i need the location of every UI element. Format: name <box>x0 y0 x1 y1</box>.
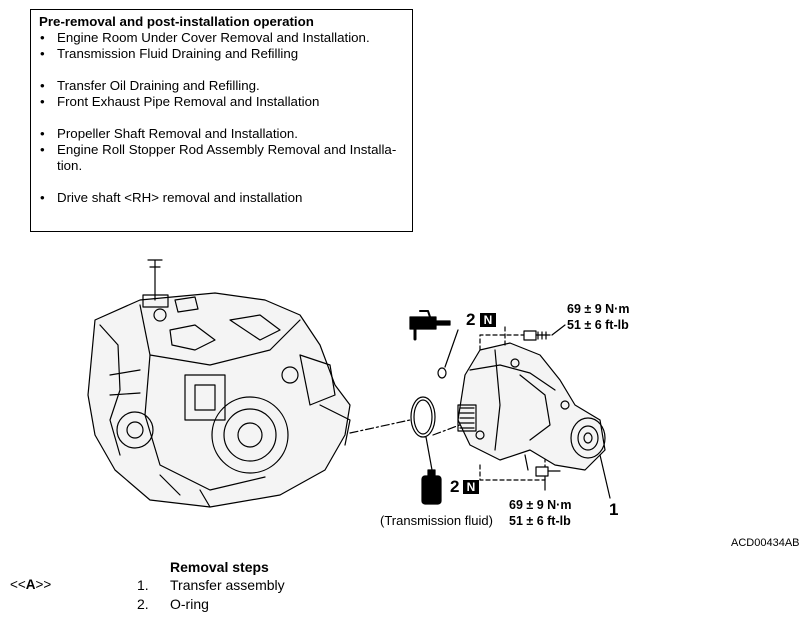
transfer-assembly <box>457 342 606 471</box>
list-item-line: tion. <box>57 158 83 173</box>
center-line <box>349 419 411 434</box>
callout-1: 1 <box>609 500 619 519</box>
n-badge-top: N <box>480 313 496 327</box>
torque-top: 69 ± 9 N·m 51 ± 6 ft-lb <box>567 301 629 333</box>
step-label: O-ring <box>170 596 209 612</box>
pre-removal-title: Pre-removal and post-installation operat… <box>39 14 314 29</box>
ref-letter: A <box>25 577 36 592</box>
ref-close: >> <box>35 577 52 592</box>
grease-gun-icon <box>409 310 451 341</box>
removal-step: 2. O-ring <box>137 596 209 612</box>
torque-bottom-nm: 69 ± 9 N·m <box>509 498 572 512</box>
pre-removal-box: Pre-removal and post-installation operat… <box>30 9 413 232</box>
exploded-diagram: 2 N 69 ± 9 N·m 51 ± 6 ft-lb 2 N (Transmi… <box>0 245 808 535</box>
o-ring-small-leader <box>444 329 459 368</box>
removal-step: 1. Transfer assembly <box>137 577 285 593</box>
pre-removal-list: Engine Room Under Cover Removal and Inst… <box>39 30 404 206</box>
torque-bottom-ftlb: 51 ± 6 ft-lb <box>509 514 571 528</box>
bolt-top <box>523 324 566 341</box>
list-item: Propeller Shaft Removal and Installation… <box>39 126 404 142</box>
o-ring-small <box>437 367 447 379</box>
list-item: Engine Room Under Cover Removal and Inst… <box>39 30 404 46</box>
fluid-note: (Transmission fluid) <box>380 513 493 528</box>
step-number: 2. <box>137 596 149 612</box>
diagram-drawing <box>87 259 611 508</box>
torque-bottom: 69 ± 9 N·m 51 ± 6 ft-lb <box>509 497 571 529</box>
callout-1-leader <box>599 454 611 499</box>
o-ring-leader <box>425 436 433 471</box>
list-item: Engine Roll Stopper Rod Assembly Removal… <box>39 142 404 174</box>
bolt-bottom <box>535 466 561 491</box>
callout-2-bottom: 2 <box>450 477 460 496</box>
removal-steps-title: Removal steps <box>170 559 269 575</box>
list-item: Transmission Fluid Draining and Refillin… <box>39 46 404 62</box>
list-item: Transfer Oil Draining and Refilling. <box>39 78 404 94</box>
torque-top-ftlb: 51 ± 6 ft-lb <box>567 318 629 332</box>
list-item-line: Engine Roll Stopper Rod Assembly Removal… <box>57 142 397 157</box>
step-reference: <<A>> <box>10 577 51 592</box>
list-item: Front Exhaust Pipe Removal and Installat… <box>39 94 404 110</box>
figure-code: ACD00434AB <box>731 537 800 549</box>
step-number: 1. <box>137 577 149 593</box>
transmission-housing <box>87 259 351 508</box>
ref-open: << <box>10 577 26 592</box>
n-badge-bottom: N <box>463 480 479 494</box>
callout-2-top: 2 <box>466 310 476 329</box>
step-label: Transfer assembly <box>170 577 285 593</box>
o-ring-large <box>410 396 436 438</box>
list-item: Drive shaft <RH> removal and installatio… <box>39 190 404 206</box>
torque-top-nm: 69 ± 9 N·m <box>567 302 630 316</box>
o-ring-large-inner <box>413 399 433 435</box>
fluid-bottle-icon <box>421 469 442 505</box>
